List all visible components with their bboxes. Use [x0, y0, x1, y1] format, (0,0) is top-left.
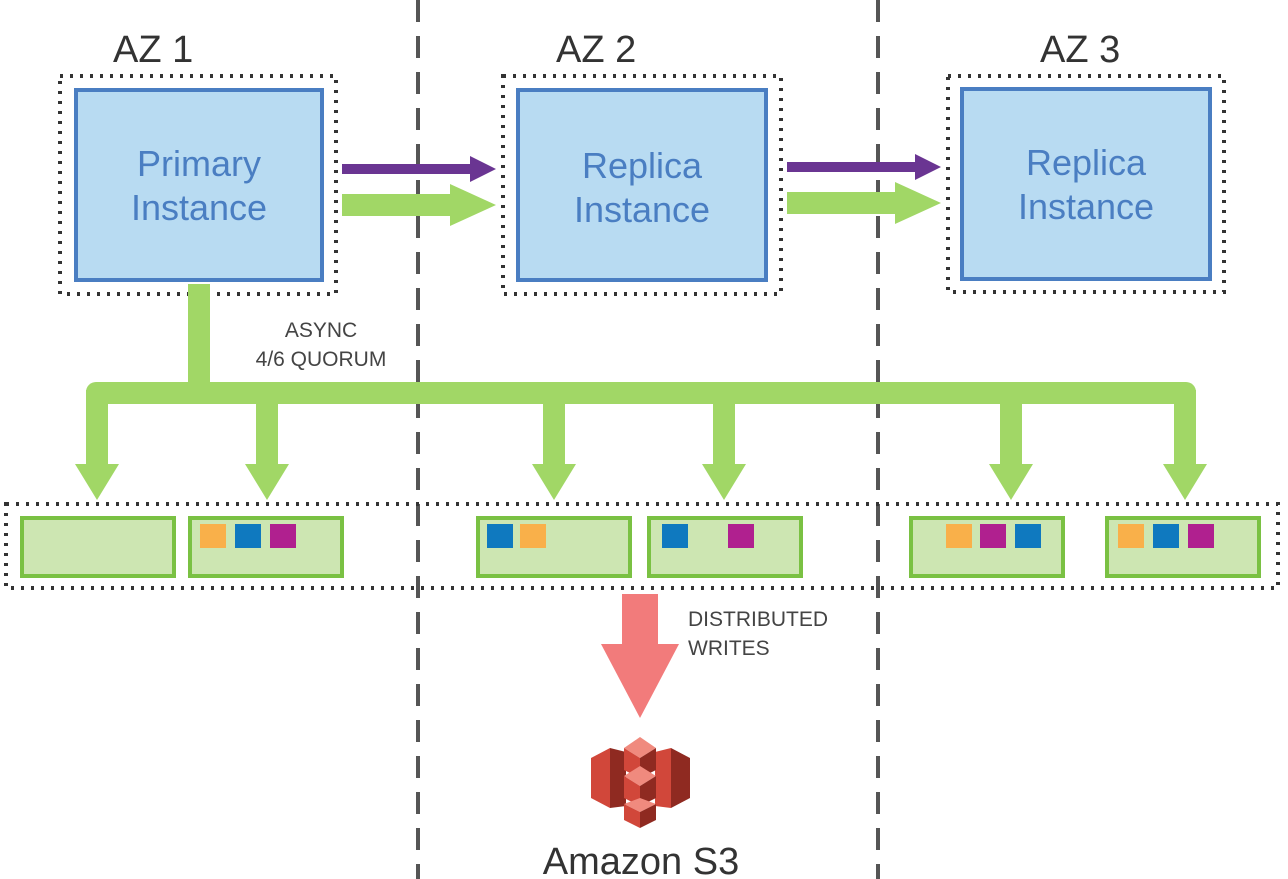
az3-label: AZ 3: [1040, 29, 1120, 71]
storage-node-4[interactable]: [647, 516, 803, 578]
data-block-blue: [1015, 524, 1041, 548]
storage-node-6[interactable]: [1105, 516, 1261, 578]
data-block-blue: [1153, 524, 1179, 548]
quorum-note-line2: 4/6 QUORUM: [256, 348, 387, 371]
async-arrow-az2-az3: [787, 182, 941, 224]
replica-instance-az2[interactable]: Replica Instance: [516, 88, 768, 282]
data-block-orange: [1118, 524, 1144, 548]
data-block-magenta: [980, 524, 1006, 548]
quorum-write-tree: [75, 284, 1207, 500]
az2-instance-frame: [501, 74, 783, 296]
storage-volume-frame: [4, 502, 1280, 590]
writes-note-line2: WRITES: [688, 637, 770, 660]
writes-note-line1: DISTRIBUTED: [688, 608, 828, 631]
data-block-orange: [946, 524, 972, 548]
replication-arrow-az1-az2: [342, 156, 496, 182]
svg-text:Instance: Instance: [131, 187, 267, 228]
svg-text:Primary: Primary: [137, 143, 261, 184]
primary-instance[interactable]: Primary Instance: [74, 88, 324, 282]
storage-node-2[interactable]: [188, 516, 344, 578]
data-block-blue: [235, 524, 261, 548]
data-block-magenta: [728, 524, 754, 548]
az2-label: AZ 2: [556, 29, 636, 71]
storage-node-1[interactable]: [20, 516, 176, 578]
svg-text:Replica: Replica: [1026, 142, 1147, 183]
data-block-blue: [662, 524, 688, 548]
storage-node-3[interactable]: [476, 516, 632, 578]
distributed-writes-arrow: [601, 594, 679, 718]
async-arrow-az1-az2: [342, 184, 496, 226]
data-block-magenta: [270, 524, 296, 548]
svg-text:Instance: Instance: [574, 189, 710, 230]
data-block-magenta: [1188, 524, 1214, 548]
storage-node-5[interactable]: [909, 516, 1065, 578]
replication-arrow-az2-az3: [787, 154, 941, 180]
amazon-s3-icon: [591, 737, 690, 828]
data-block-orange: [200, 524, 226, 548]
replica-instance-az3[interactable]: Replica Instance: [960, 87, 1212, 281]
az3-instance-frame: [946, 74, 1226, 294]
data-block-blue: [487, 524, 513, 548]
amazon-s3-label: Amazon S3: [543, 841, 739, 879]
az1-label: AZ 1: [113, 29, 193, 71]
svg-text:Replica: Replica: [582, 145, 703, 186]
data-block-orange: [520, 524, 546, 548]
svg-text:Instance: Instance: [1018, 186, 1154, 227]
quorum-note-line1: ASYNC: [285, 319, 357, 342]
